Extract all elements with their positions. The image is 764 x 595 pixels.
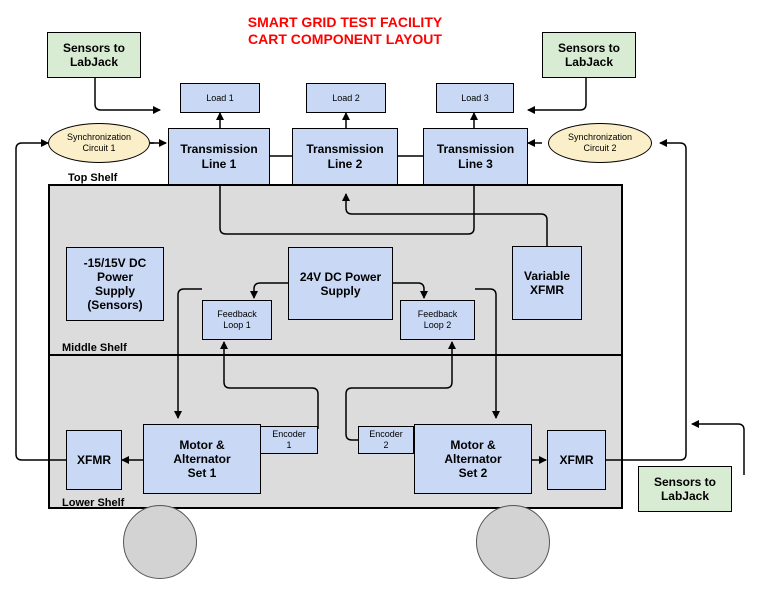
wheel-right — [476, 505, 550, 579]
dc-24v-power-supply: 24V DC Power Supply — [288, 247, 393, 320]
synchronization-circuit-2: Synchronization Circuit 2 — [548, 123, 652, 163]
transmission-line-2: Transmission Line 2 — [292, 128, 398, 185]
load-1: Load 1 — [180, 83, 260, 113]
load-3: Load 3 — [436, 83, 514, 113]
middle-shelf-divider — [48, 354, 623, 356]
synchronization-circuit-1: Synchronization Circuit 1 — [48, 123, 150, 163]
xfmr-right: XFMR — [547, 430, 606, 490]
sensors-labjack-bottom-right: Sensors to LabJack — [638, 466, 732, 512]
variable-xfmr: Variable XFMR — [512, 246, 582, 320]
transmission-line-3: Transmission Line 3 — [423, 128, 528, 185]
encoder-1: Encoder 1 — [260, 426, 318, 454]
sensors-labjack-top-left: Sensors to LabJack — [47, 32, 141, 78]
feedback-loop-1: Feedback Loop 1 — [202, 300, 272, 340]
motor-alternator-set-2: Motor & Alternator Set 2 — [414, 424, 532, 494]
motor-alternator-set-1: Motor & Alternator Set 1 — [143, 424, 261, 494]
diagram-title-line2: CART COMPONENT LAYOUT — [248, 31, 442, 47]
transmission-line-1: Transmission Line 1 — [168, 128, 270, 185]
sensors-power-supply: -15/15V DC Power Supply (Sensors) — [66, 247, 164, 321]
cart-body — [48, 184, 623, 509]
sensors-labjack-top-right: Sensors to LabJack — [542, 32, 636, 78]
wheel-left — [123, 505, 197, 579]
diagram-title-line1: SMART GRID TEST FACILITY — [247, 14, 443, 30]
middle-shelf-label: Middle Shelf — [62, 342, 127, 354]
lower-shelf-label: Lower Shelf — [62, 497, 125, 509]
encoder-2: Encoder 2 — [358, 426, 414, 454]
load-2: Load 2 — [306, 83, 386, 113]
feedback-loop-2: Feedback Loop 2 — [400, 300, 475, 340]
xfmr-left: XFMR — [66, 430, 122, 490]
top-shelf-label: Top Shelf — [68, 172, 118, 184]
